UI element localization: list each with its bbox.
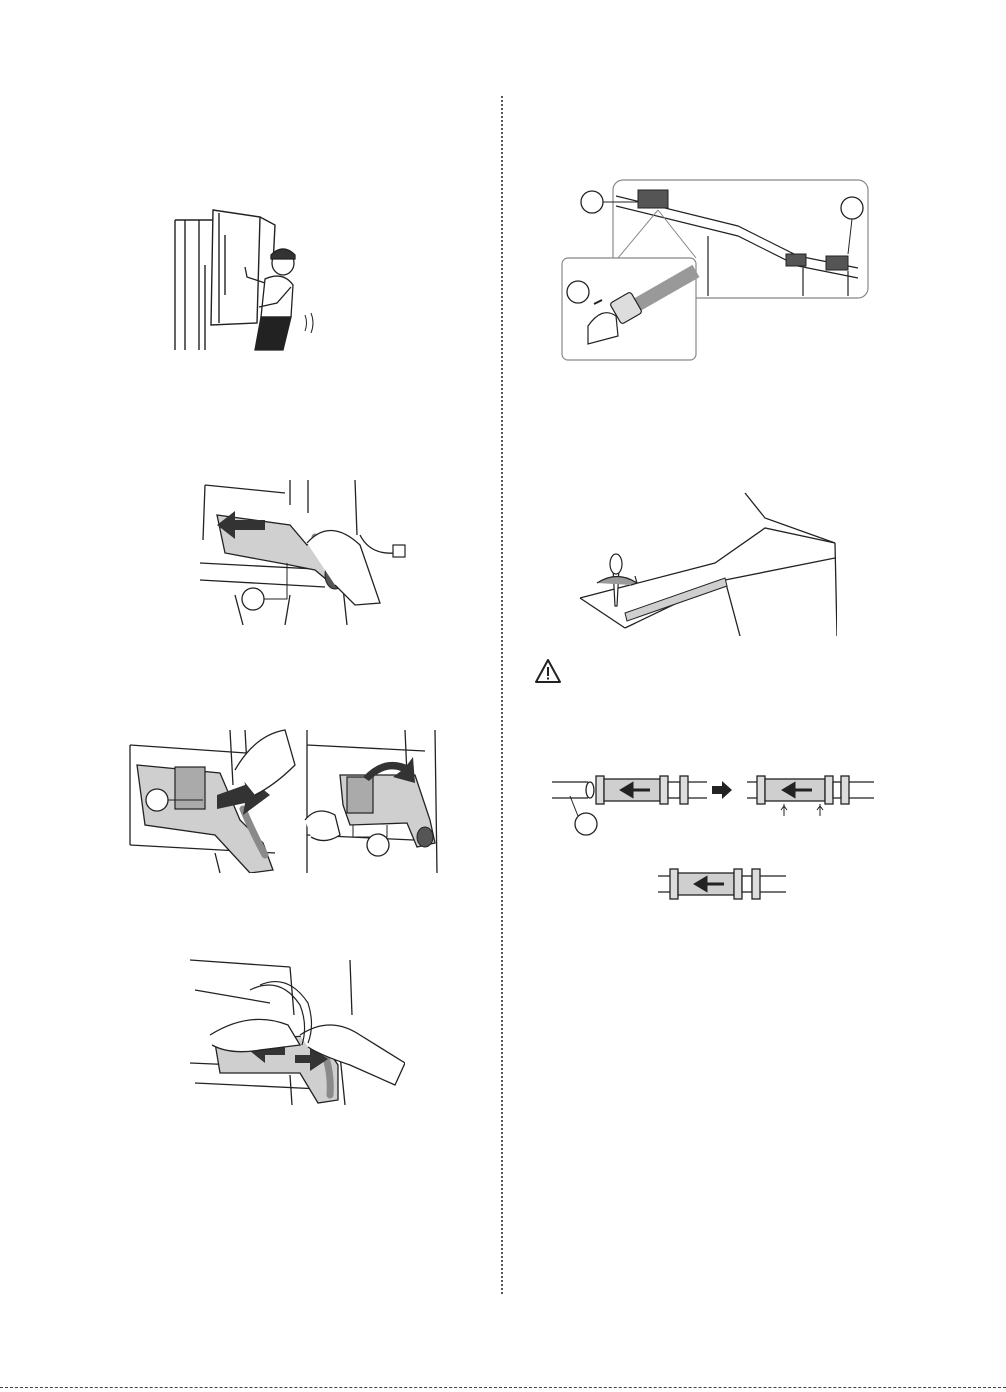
callout-marker [242, 588, 264, 610]
column-divider [501, 96, 503, 1294]
warning-triangle-icon [534, 658, 562, 684]
figure-tube-connector-final [658, 864, 786, 906]
figure-top-cover-screw [575, 488, 837, 636]
page-bottom-rule [0, 1387, 1006, 1388]
figure-wire-disconnect [190, 955, 405, 1105]
figure-hinge-slide [195, 475, 420, 625]
figure-water-line-top [558, 176, 870, 364]
figure-hinge-cover-remove [125, 725, 445, 873]
figure-door-removal [165, 205, 325, 353]
figure-tube-connector [552, 768, 874, 840]
